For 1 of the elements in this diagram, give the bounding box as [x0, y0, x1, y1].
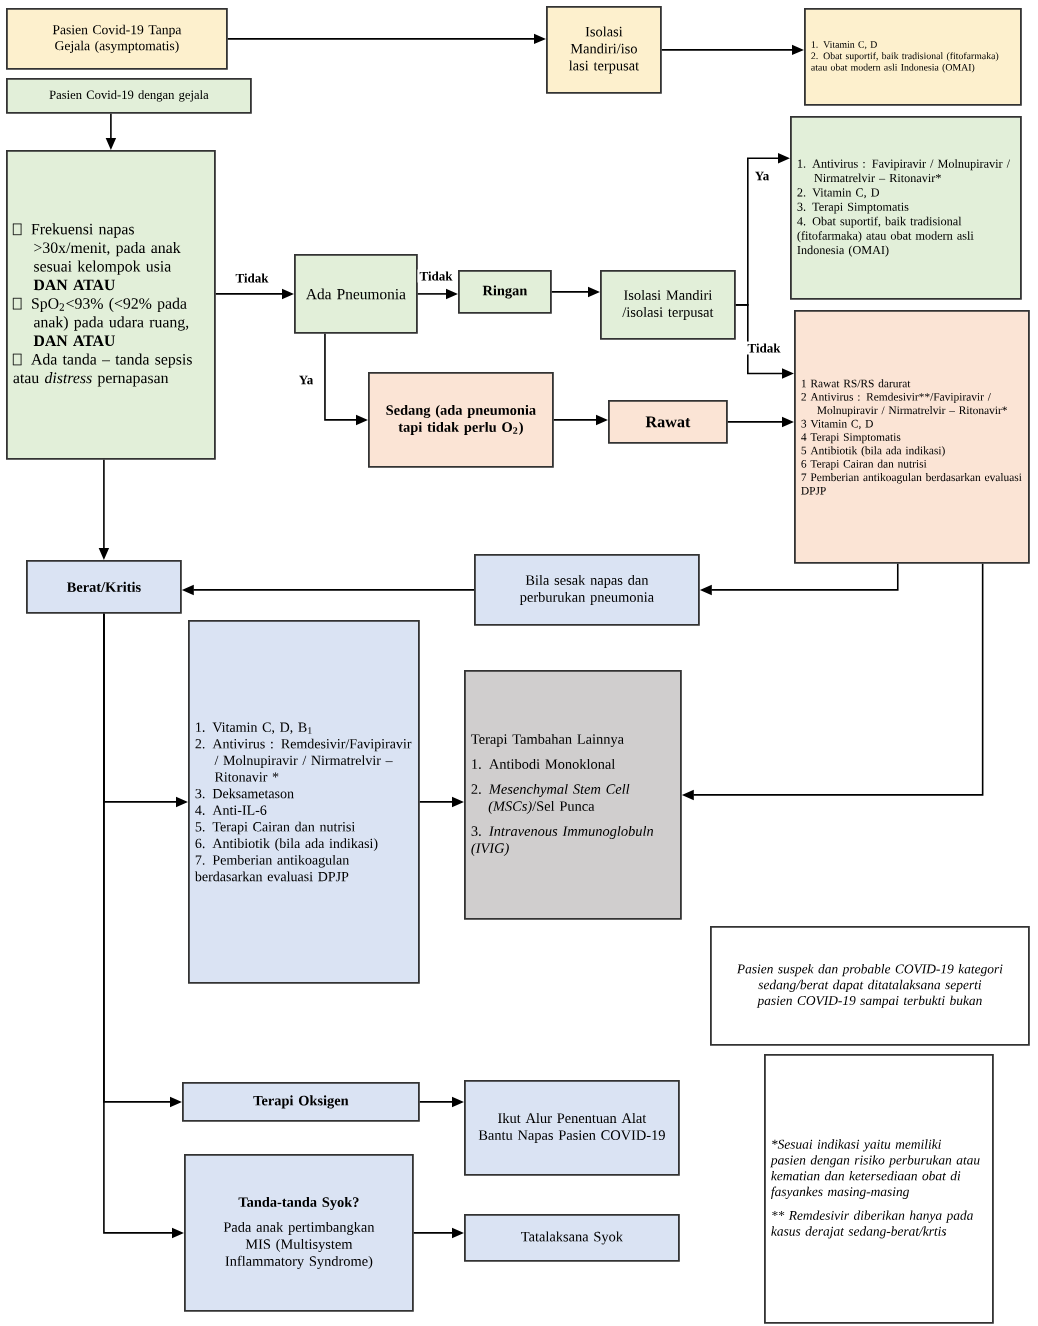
process-box: Rawat — [608, 400, 728, 444]
